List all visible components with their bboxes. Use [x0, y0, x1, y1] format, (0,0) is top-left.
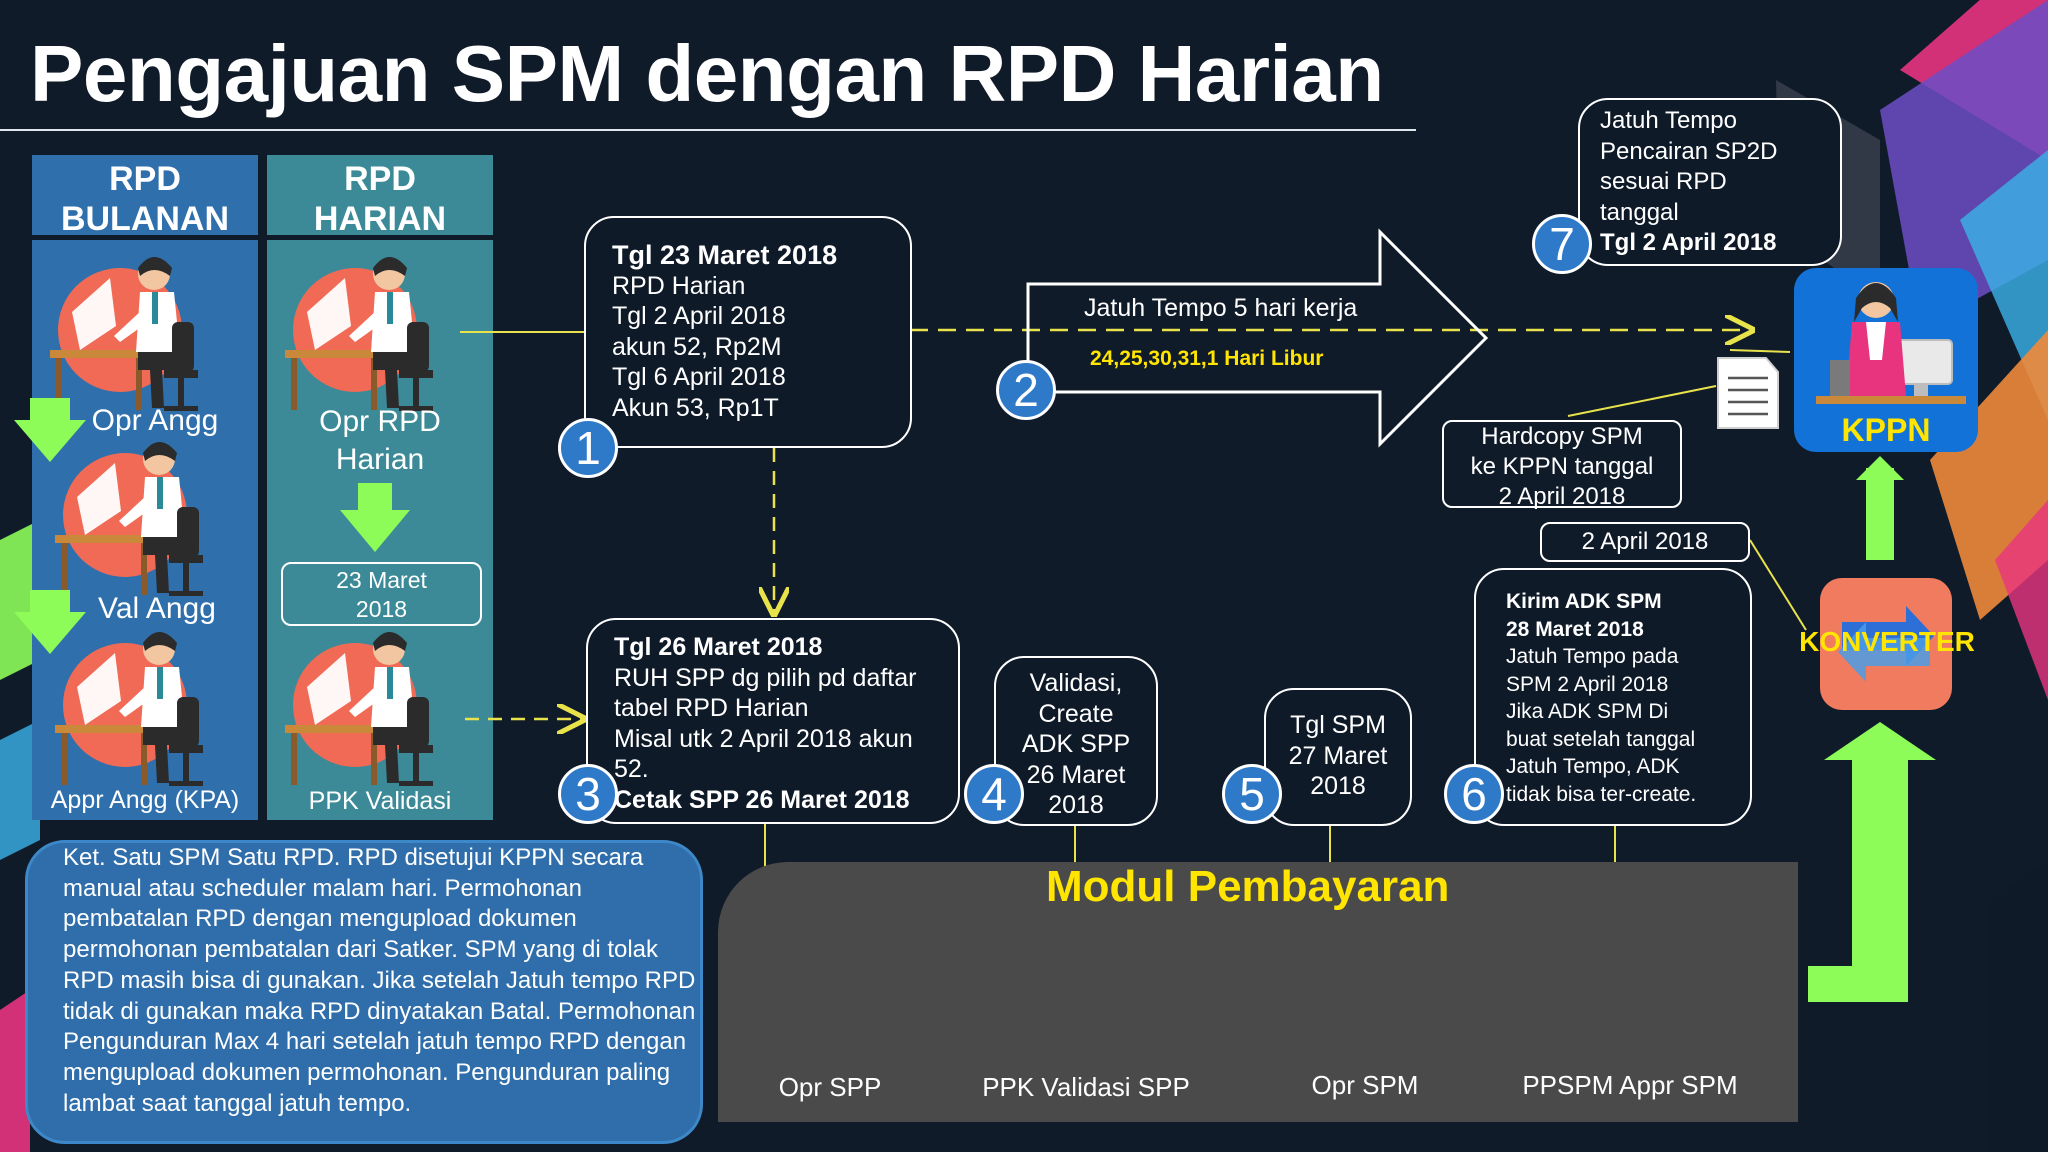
date-tag: 2 April 2018 — [1540, 522, 1750, 562]
konverter-arrows-icon — [1838, 606, 1934, 682]
step-6-box: Kirim ADK SPM 28 Maret 2018 Jatuh Tempo … — [1474, 568, 1752, 826]
step-2-holiday-text: 24,25,30,31,1 Hari Libur — [1090, 347, 1324, 370]
label-opr-spp: Opr SPP — [778, 1072, 882, 1102]
label-ppspm-appr-spm: PPSPM Appr SPM — [1522, 1070, 1738, 1100]
step-3-title: Tgl 26 Maret 2018 — [614, 633, 823, 661]
step-2-badge: 2 — [996, 360, 1056, 420]
step-3-box: Tgl 26 Maret 2018 RUH SPP dg pilih pd da… — [586, 618, 960, 824]
konverter-label: KONVERTER — [1799, 626, 1975, 657]
title-underline — [0, 129, 1416, 131]
person-opr-rpd-harian — [285, 257, 433, 411]
label-appr-angg: Appr Angg (KPA) — [50, 786, 240, 814]
step-7-box: Jatuh Tempo Pencairan SP2D sesuai RPD ta… — [1578, 98, 1842, 266]
person-val-angg — [55, 442, 203, 596]
person-opr-angg — [50, 257, 198, 411]
kppn-label: KPPN — [1841, 412, 1931, 448]
step-7-date: Tgl 2 April 2018 — [1600, 229, 1777, 256]
step-4-badge: 4 — [964, 764, 1024, 824]
step-7-badge: 7 — [1532, 214, 1592, 274]
label-ppk-validasi: PPK Validasi — [308, 787, 452, 815]
note-text: Ket. Satu SPM Satu RPD. RPD disetujui KP… — [63, 844, 696, 1117]
label-opr-angg: Opr Angg — [91, 404, 219, 437]
label-val-angg: Val Angg — [98, 592, 216, 625]
note-box: Ket. Satu SPM Satu RPD. RPD disetujui KP… — [25, 840, 703, 1144]
arrow-up-konverter-to-kppn — [1856, 456, 1904, 480]
step-3-footer: Cetak SPP 26 Maret 2018 — [614, 785, 910, 814]
document-icon — [1717, 357, 1779, 429]
step-4-box: Validasi, Create ADK SPP 26 Maret 2018 — [994, 656, 1158, 826]
harian-date-box: 23 Maret 2018 — [281, 562, 482, 626]
hardcopy-box: Hardcopy SPM ke KPPN tanggal 2 April 201… — [1442, 420, 1682, 510]
step-1-title: Tgl 23 Maret 2018 — [612, 240, 838, 270]
person-appr-angg — [55, 632, 203, 786]
rpd-harian-header: RPD HARIAN — [267, 155, 493, 238]
step-6-title: Kirim ADK SPM 28 Maret 2018 — [1506, 590, 1662, 641]
step-3-badge: 3 — [558, 764, 618, 824]
step-2-arrow-text: Jatuh Tempo 5 hari kerja — [1084, 294, 1358, 322]
label-opr-spm: Opr SPM — [1311, 1070, 1419, 1100]
step-1-text: RPD Harian Tgl 2 April 2018 akun 52, Rp2… — [612, 271, 786, 422]
label-ppk-validasi-spp: PPK Validasi SPP — [982, 1072, 1190, 1102]
label-opr-rpd-harian: Opr RPD Harian — [319, 405, 441, 476]
step-3-text: RUH SPP dg pilih pd daftar tabel RPD Har… — [614, 663, 917, 784]
step-6-text: Jatuh Tempo pada SPM 2 April 2018 Jika A… — [1506, 645, 1697, 806]
arrow-down-2 — [14, 590, 86, 654]
jatuh-tempo-arrow — [1026, 228, 1489, 448]
step-7-text: Jatuh Tempo Pencairan SP2D sesuai RPD ta… — [1600, 107, 1778, 226]
kppn-officer-icon — [1816, 282, 1966, 404]
modul-pembayaran-panel — [718, 862, 1798, 1122]
arrow-up-modul-to-konverter — [1808, 722, 1936, 1002]
step-5-badge: 5 — [1222, 764, 1282, 824]
arrow-down-harian — [340, 483, 410, 552]
person-ppk-validasi — [285, 632, 433, 786]
step-6-badge: 6 — [1444, 764, 1504, 824]
step-1-box: Tgl 23 Maret 2018 RPD Harian Tgl 2 April… — [584, 216, 912, 448]
rpd-bulanan-header: RPD BULANAN — [32, 155, 258, 238]
step-5-box: Tgl SPM 27 Maret 2018 — [1264, 688, 1412, 826]
step-1-badge: 1 — [558, 418, 618, 478]
modul-pembayaran-title: Modul Pembayaran — [1046, 862, 1450, 911]
page-title: Pengajuan SPM dengan RPD Harian — [30, 29, 1384, 118]
arrow-down-1 — [14, 398, 86, 462]
